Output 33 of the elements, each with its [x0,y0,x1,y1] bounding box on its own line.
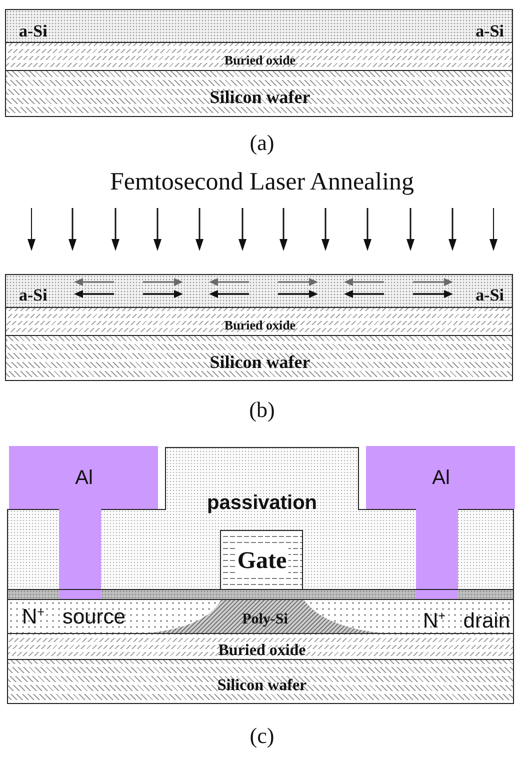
layer-label: Silicon wafer [217,678,307,694]
panel-label: (a) [250,132,274,154]
thin-oxide-layer [7,589,514,600]
layer-label: Buried oxide [224,54,296,66]
silicon-wafer-layer [5,70,513,117]
layer-label: Silicon wafer [210,88,310,106]
source-drain-layer [7,599,514,634]
heading: Femtosecond Laser Annealing [110,170,414,194]
region-label: Gate [235,548,289,574]
gate-electrode [220,530,303,590]
layer-label: a-Si [476,22,504,40]
layer-label: Buried oxide [218,643,306,659]
layer-label: a-Si [476,286,504,304]
region-label: Poly-Si [242,612,288,628]
layer-label: Silicon wafer [210,353,310,371]
a-si-layer [5,9,513,43]
a-si-layer [5,274,513,308]
buried-oxide-layer [5,42,513,71]
layer-label: passivation [206,493,318,513]
poly-si-region [149,600,381,633]
panel-label: (c) [250,725,274,747]
layer-label: a-Si [19,286,48,304]
buried-oxide-layer [7,633,514,660]
contact-label: Al [75,468,93,488]
buried-oxide-layer [5,307,513,336]
layer-label: Buried oxide [224,318,296,332]
panel-label: (b) [249,399,275,421]
layer-label: a-Si [19,22,48,40]
contact-label: Al [432,468,450,488]
region-label: N$^{+}$ source [22,606,126,628]
region-label: N$^{+}$ drain [422,610,510,632]
silicon-wafer-layer [5,335,513,381]
silicon-wafer-layer [7,659,514,704]
